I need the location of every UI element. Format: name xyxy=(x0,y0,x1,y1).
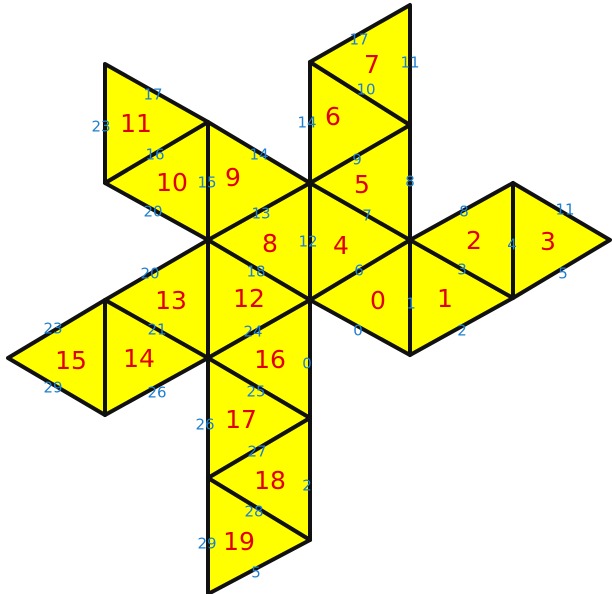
edge-label: 10 xyxy=(356,81,375,99)
edge-label: 24 xyxy=(243,323,262,341)
edge-label: 11 xyxy=(555,201,574,219)
edge-label: 8 xyxy=(459,203,469,221)
edge-label: 6 xyxy=(354,262,364,280)
face-label-13: 13 xyxy=(155,286,187,315)
face-label-8: 8 xyxy=(262,229,278,258)
face-label-9: 9 xyxy=(225,163,241,192)
face-19 xyxy=(206,476,312,594)
edge-label: 2 xyxy=(302,477,312,495)
face-label-6: 6 xyxy=(325,102,341,131)
edge-label: 26 xyxy=(195,416,214,434)
face-3 xyxy=(511,181,612,300)
edge-label: 20 xyxy=(143,203,162,221)
edge-label: 14 xyxy=(297,114,316,132)
edge-label: 1 xyxy=(406,295,416,313)
edge-label: 9 xyxy=(352,151,362,169)
edge-label: 2 xyxy=(457,322,467,340)
edge-label: 5 xyxy=(251,564,261,582)
face-label-10: 10 xyxy=(156,168,188,197)
faces-layer xyxy=(6,3,612,594)
edge-label: 14 xyxy=(249,146,268,164)
edge-label: 13 xyxy=(251,205,270,223)
edge-label: 11 xyxy=(400,54,419,72)
face-label-1: 1 xyxy=(437,284,453,313)
face-label-12: 12 xyxy=(233,284,265,313)
face-label-15: 15 xyxy=(55,346,87,375)
face-label-16: 16 xyxy=(254,345,286,374)
face-label-11: 11 xyxy=(120,109,152,138)
edge-label: 17 xyxy=(349,31,368,49)
face-7 xyxy=(308,3,412,127)
edge-label: 26 xyxy=(147,384,166,402)
edge-label: 5 xyxy=(558,265,568,283)
face-label-7: 7 xyxy=(364,50,380,79)
edge-label: 23 xyxy=(43,320,62,338)
face-label-14: 14 xyxy=(123,344,155,373)
edge-label: 3 xyxy=(457,261,467,279)
edge-label: 21 xyxy=(147,321,166,339)
face-labels-layer: 0 1 2 3 4 5 6 7 8 9 10 11 12 13 14 15 16… xyxy=(55,50,556,556)
face-label-2: 2 xyxy=(466,226,482,255)
face-label-17: 17 xyxy=(225,405,257,434)
edge-label: 28 xyxy=(244,503,263,521)
edge-label: 18 xyxy=(246,263,265,281)
face-label-0: 0 xyxy=(370,286,386,315)
edge-label: 7 xyxy=(362,207,372,225)
edge-label: 27 xyxy=(247,443,266,461)
edge-label: 20 xyxy=(140,265,159,283)
edge-label: 29 xyxy=(197,535,216,553)
face-11 xyxy=(103,62,210,185)
edge-label: 23 xyxy=(91,118,110,136)
edge-label: 16 xyxy=(145,146,164,164)
face-label-18: 18 xyxy=(254,466,286,495)
edge-label: 25 xyxy=(246,383,265,401)
edge-label: 17 xyxy=(143,86,162,104)
face-label-4: 4 xyxy=(333,231,349,260)
edge-label: 8 xyxy=(405,173,415,191)
face-label-19: 19 xyxy=(223,527,255,556)
edge-label: 12 xyxy=(298,233,317,251)
edge-label: 4 xyxy=(507,236,517,254)
face-label-3: 3 xyxy=(540,227,556,256)
face-15 xyxy=(6,298,107,417)
edge-label: 0 xyxy=(353,322,363,340)
edge-labels-layer: 17 11 10 14 9 8 7 8 11 4 3 5 12 6 1 0 2 … xyxy=(43,31,574,582)
face-label-5: 5 xyxy=(354,170,370,199)
edge-label: 0 xyxy=(302,355,312,373)
edge-label: 15 xyxy=(197,174,216,192)
edge-label: 29 xyxy=(43,379,62,397)
